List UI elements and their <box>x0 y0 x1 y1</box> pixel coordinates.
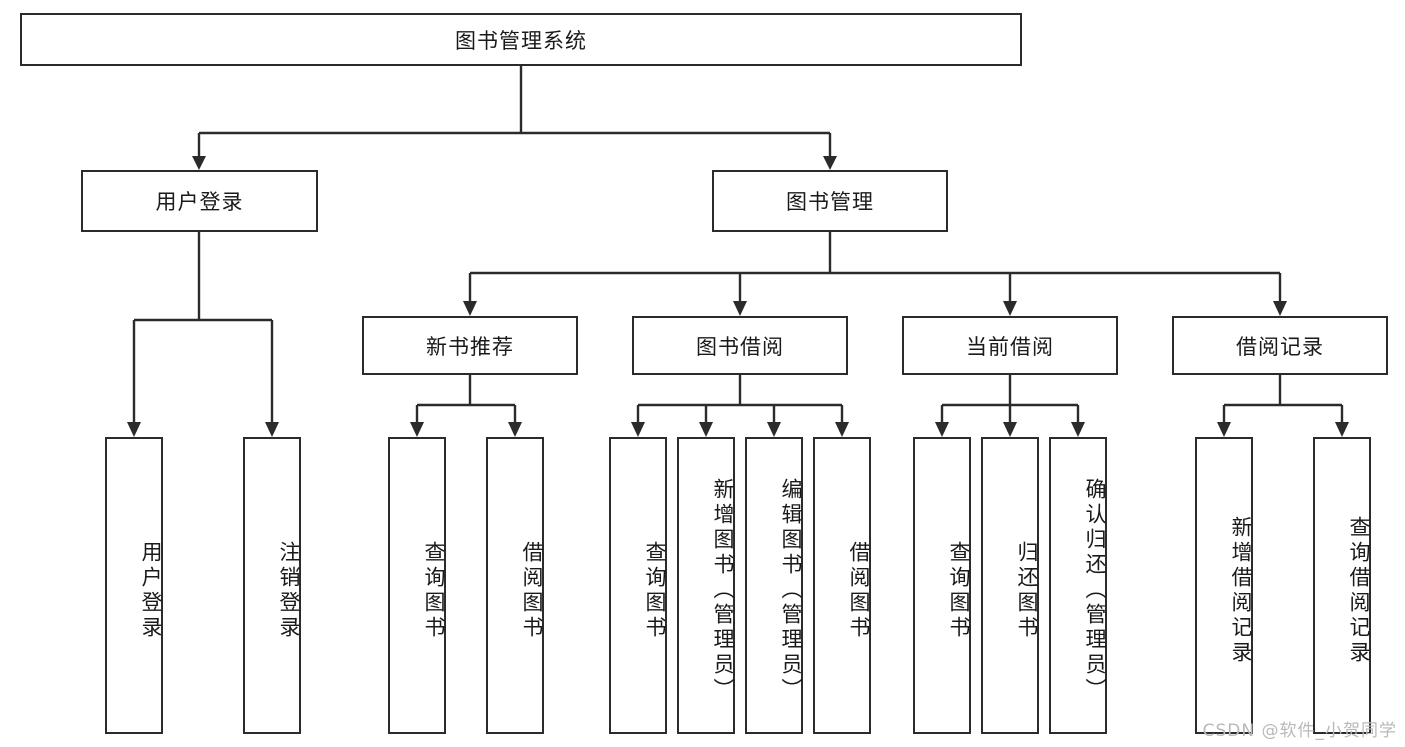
arrow-newbook-l1 <box>410 422 424 437</box>
arrow-root-to-user <box>192 156 206 170</box>
leaf-borrow-lend[interactable]: 借阅图书 <box>813 437 871 734</box>
node-current-borrow-label: 当前借阅 <box>966 334 1054 359</box>
arrow-newbook-l2 <box>508 422 522 437</box>
leaf-record-add[interactable]: 新增借阅记录 <box>1195 437 1253 734</box>
leaf-record-query[interactable]: 查询借阅记录 <box>1313 437 1371 734</box>
leaf-user-logout-label: 注销登录 <box>277 540 301 641</box>
arrow-current-l2 <box>1003 422 1017 437</box>
leaf-borrow-edit-label: 编辑图书（管理员） <box>779 478 803 703</box>
leaf-current-query-label: 查询图书 <box>947 540 971 641</box>
leaf-current-return[interactable]: 归还图书 <box>981 437 1039 734</box>
node-book-borrow[interactable]: 图书借阅 <box>632 316 848 375</box>
node-borrow-record-label: 借阅记录 <box>1236 334 1324 359</box>
leaf-borrow-query[interactable]: 查询图书 <box>609 437 667 734</box>
node-user-login-label: 用户登录 <box>155 190 244 214</box>
leaf-newbook-query[interactable]: 查询图书 <box>388 437 446 734</box>
leaf-record-query-label: 查询借阅记录 <box>1347 515 1371 666</box>
arrow-books-c1 <box>463 301 477 316</box>
leaf-current-query[interactable]: 查询图书 <box>913 437 971 734</box>
leaf-record-add-label: 新增借阅记录 <box>1229 515 1253 666</box>
leaf-newbook-borrow-label: 借阅图书 <box>520 540 544 641</box>
node-book-borrow-label: 图书借阅 <box>696 334 784 359</box>
arrow-borrow-l4 <box>835 422 849 437</box>
leaf-current-confirm-return-label: 确认归还（管理员） <box>1083 478 1107 703</box>
node-book-management[interactable]: 图书管理 <box>712 170 948 232</box>
leaf-borrow-edit[interactable]: 编辑图书（管理员） <box>745 437 803 734</box>
arrow-root-to-books <box>823 156 837 170</box>
arrow-borrow-l2 <box>699 422 713 437</box>
leaf-borrow-query-label: 查询图书 <box>643 540 667 641</box>
node-current-borrow[interactable]: 当前借阅 <box>902 316 1118 375</box>
arrow-user-leaf-1 <box>127 422 141 437</box>
arrow-record-l2 <box>1335 422 1349 437</box>
arrow-current-l1 <box>935 422 949 437</box>
leaf-borrow-add-label: 新增图书（管理员） <box>711 478 735 703</box>
leaf-user-login-label: 用户登录 <box>139 540 163 641</box>
leaf-user-logout[interactable]: 注销登录 <box>243 437 301 734</box>
node-new-book-recommend-label: 新书推荐 <box>426 334 514 359</box>
node-user-login[interactable]: 用户登录 <box>81 170 318 232</box>
arrow-current-l3 <box>1071 422 1085 437</box>
node-book-management-label: 图书管理 <box>786 190 874 214</box>
leaf-borrow-lend-label: 借阅图书 <box>847 540 871 641</box>
leaf-current-confirm-return[interactable]: 确认归还（管理员） <box>1049 437 1107 734</box>
arrow-borrow-l3 <box>767 422 781 437</box>
arrow-books-c2 <box>733 301 747 316</box>
leaf-borrow-add[interactable]: 新增图书（管理员） <box>677 437 735 734</box>
leaf-current-return-label: 归还图书 <box>1015 540 1039 641</box>
arrow-user-leaf-2 <box>265 422 279 437</box>
node-root[interactable]: 图书管理系统 <box>20 13 1022 66</box>
node-root-label: 图书管理系统 <box>455 28 587 53</box>
leaf-newbook-query-label: 查询图书 <box>422 540 446 641</box>
node-new-book-recommend[interactable]: 新书推荐 <box>362 316 578 375</box>
arrow-record-l1 <box>1217 422 1231 437</box>
arrow-books-c4 <box>1273 301 1287 316</box>
arrow-books-c3 <box>1003 301 1017 316</box>
leaf-user-login[interactable]: 用户登录 <box>105 437 163 734</box>
arrow-borrow-l1 <box>631 422 645 437</box>
node-borrow-record[interactable]: 借阅记录 <box>1172 316 1388 375</box>
leaf-newbook-borrow[interactable]: 借阅图书 <box>486 437 544 734</box>
